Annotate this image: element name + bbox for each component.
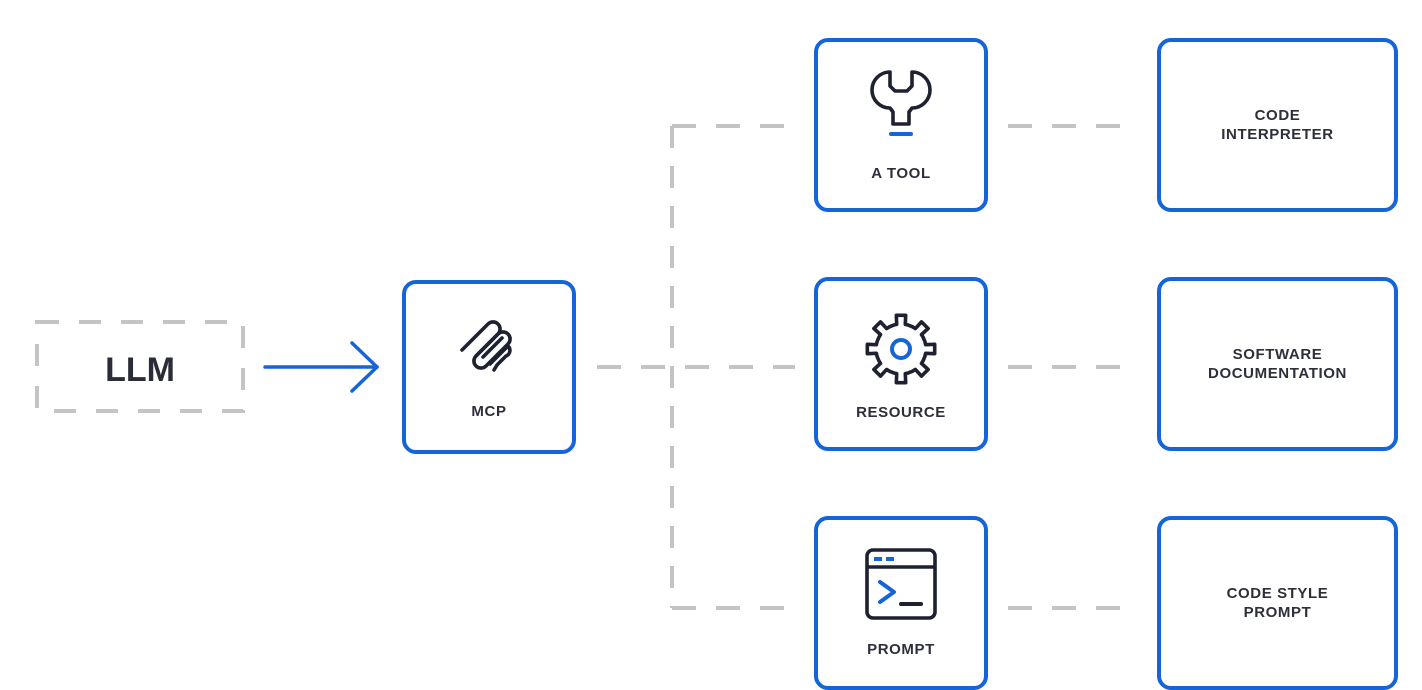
prompt-node: PROMPT xyxy=(814,516,988,690)
code-interpreter-node: CODE INTERPRETER xyxy=(1157,38,1398,212)
gear-icon xyxy=(865,313,937,385)
software-documentation-node: SOFTWARE DOCUMENTATION xyxy=(1157,277,1398,451)
llm-label: LLM xyxy=(105,351,175,389)
connector-lines xyxy=(35,124,1140,610)
tool-label: A TOOL xyxy=(871,165,931,182)
resource-label: RESOURCE xyxy=(856,404,946,421)
llm-node: LLM xyxy=(37,322,243,411)
mcp-label: MCP xyxy=(471,403,507,420)
code-interpreter-label: CODE INTERPRETER xyxy=(1221,107,1334,143)
code-style-prompt-node: CODE STYLE PROMPT xyxy=(1157,516,1398,690)
arrow-right-icon xyxy=(263,341,379,393)
prompt-label: PROMPT xyxy=(867,641,935,658)
tool-node: A TOOL xyxy=(814,38,988,212)
llm-dashed-border xyxy=(35,320,245,413)
mcp-diagram: LLM MCP A TOOL RESOURCE xyxy=(35,38,1398,690)
code-style-prompt-label: CODE STYLE PROMPT xyxy=(1226,585,1329,621)
wrench-icon xyxy=(870,70,932,136)
gear-outline xyxy=(865,313,937,385)
mcp-logo-icon xyxy=(460,320,512,372)
mcp-node: MCP xyxy=(402,280,576,454)
terminal-icon xyxy=(865,548,937,620)
software-documentation-label: SOFTWARE DOCUMENTATION xyxy=(1208,346,1347,382)
resource-node: RESOURCE xyxy=(814,277,988,451)
